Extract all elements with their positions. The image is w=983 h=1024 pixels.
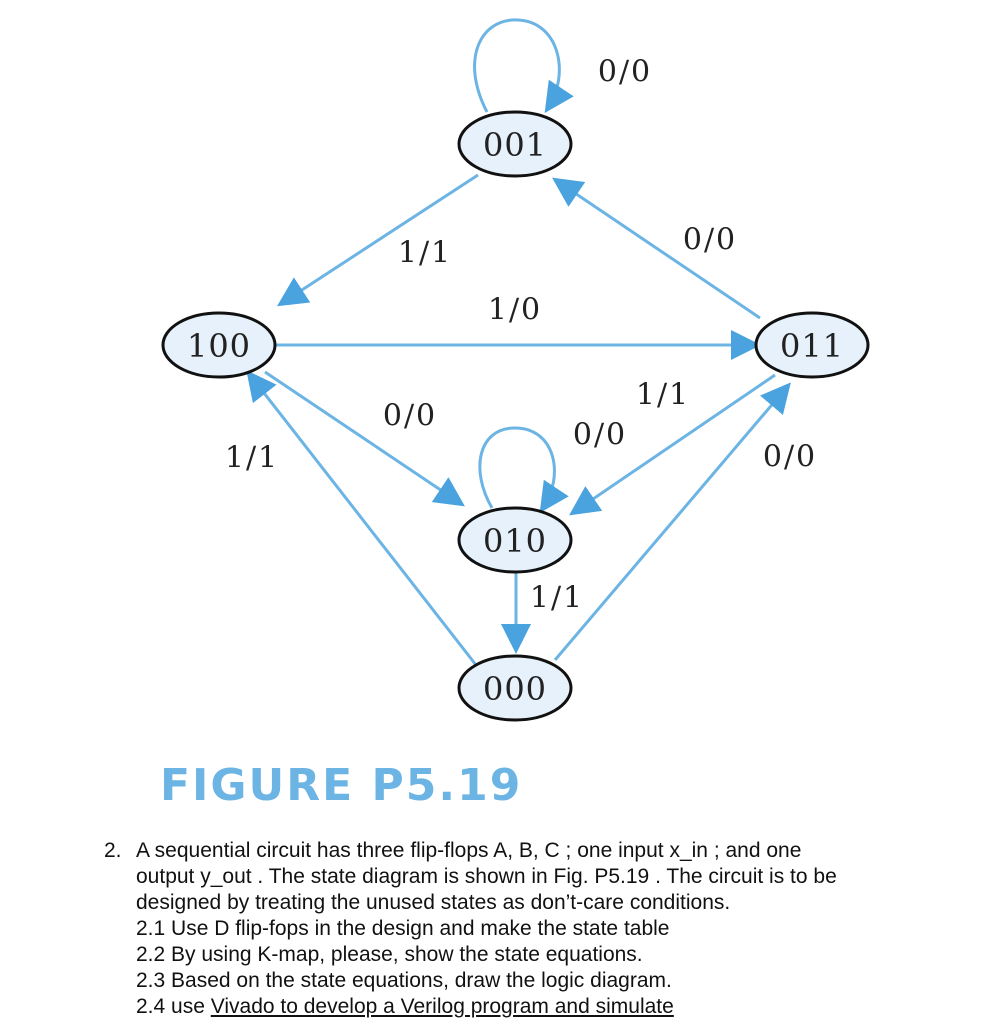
label-011-to-010: 1/1 — [636, 378, 690, 413]
state-100-label: 100 — [187, 327, 251, 365]
problem-number: 2. — [104, 839, 122, 862]
edge-001-to-100 — [276, 173, 479, 307]
problem-line-3: designed by treating the unused states a… — [136, 891, 731, 914]
edge-000-to-100 — [246, 370, 478, 666]
state-001-label: 001 — [483, 126, 547, 164]
edge-011-to-010 — [569, 373, 776, 516]
edge-010-self — [478, 426, 569, 513]
label-011-to-001: 0/0 — [683, 223, 737, 258]
label-001-self: 0/0 — [598, 55, 652, 90]
label-100-to-010: 0/0 — [383, 399, 437, 434]
edge-000-to-011 — [553, 382, 791, 661]
label-000-to-100: 1/1 — [225, 441, 279, 476]
state-011: 011 — [754, 311, 870, 379]
problem-item-2-4-prefix: 2.4 use — [136, 995, 211, 1018]
label-001-to-100: 1/1 — [398, 236, 452, 271]
edge-011-to-001 — [552, 177, 761, 320]
state-100: 100 — [161, 311, 277, 379]
label-010-self: 0/0 — [573, 418, 627, 453]
problem-item-2-3: 2.3 Based on the state equations, draw t… — [136, 969, 672, 992]
state-diagram: 0/0 1/1 0/0 1/0 0/0 1/1 0/0 1/1 0/0 1/1 … — [161, 18, 870, 722]
problem-item-2-1: 2.1 Use D flip-fops in the design and ma… — [136, 917, 670, 940]
edge-100-to-010 — [264, 370, 465, 507]
problem-line-2: output y_out . The state diagram is show… — [136, 865, 837, 888]
problem-item-2-4-link[interactable]: Vivado to develop a Verilog program and … — [210, 995, 674, 1018]
problem-item-2-4: 2.4 use Vivado to develop a Verilog prog… — [136, 994, 964, 1020]
label-010-to-000: 1/1 — [530, 581, 584, 616]
state-011-label: 011 — [780, 327, 844, 365]
problem-item-2-2: 2.2 By using K-map, please, show the sta… — [136, 943, 643, 966]
state-000-label: 000 — [483, 670, 547, 708]
state-010: 010 — [457, 506, 573, 574]
state-001: 001 — [457, 110, 573, 178]
edge-001-self — [473, 18, 574, 113]
label-100-to-011: 1/0 — [488, 293, 542, 328]
figure-caption: FIGURE P5.19 — [160, 760, 523, 811]
problem-line-1: A sequential circuit has three flip-flop… — [136, 839, 802, 862]
state-010-label: 010 — [483, 522, 547, 560]
problem-statement: 2. A sequential circuit has three flip-f… — [104, 838, 964, 1020]
state-000: 000 — [457, 654, 573, 722]
label-000-to-011: 0/0 — [763, 440, 817, 475]
